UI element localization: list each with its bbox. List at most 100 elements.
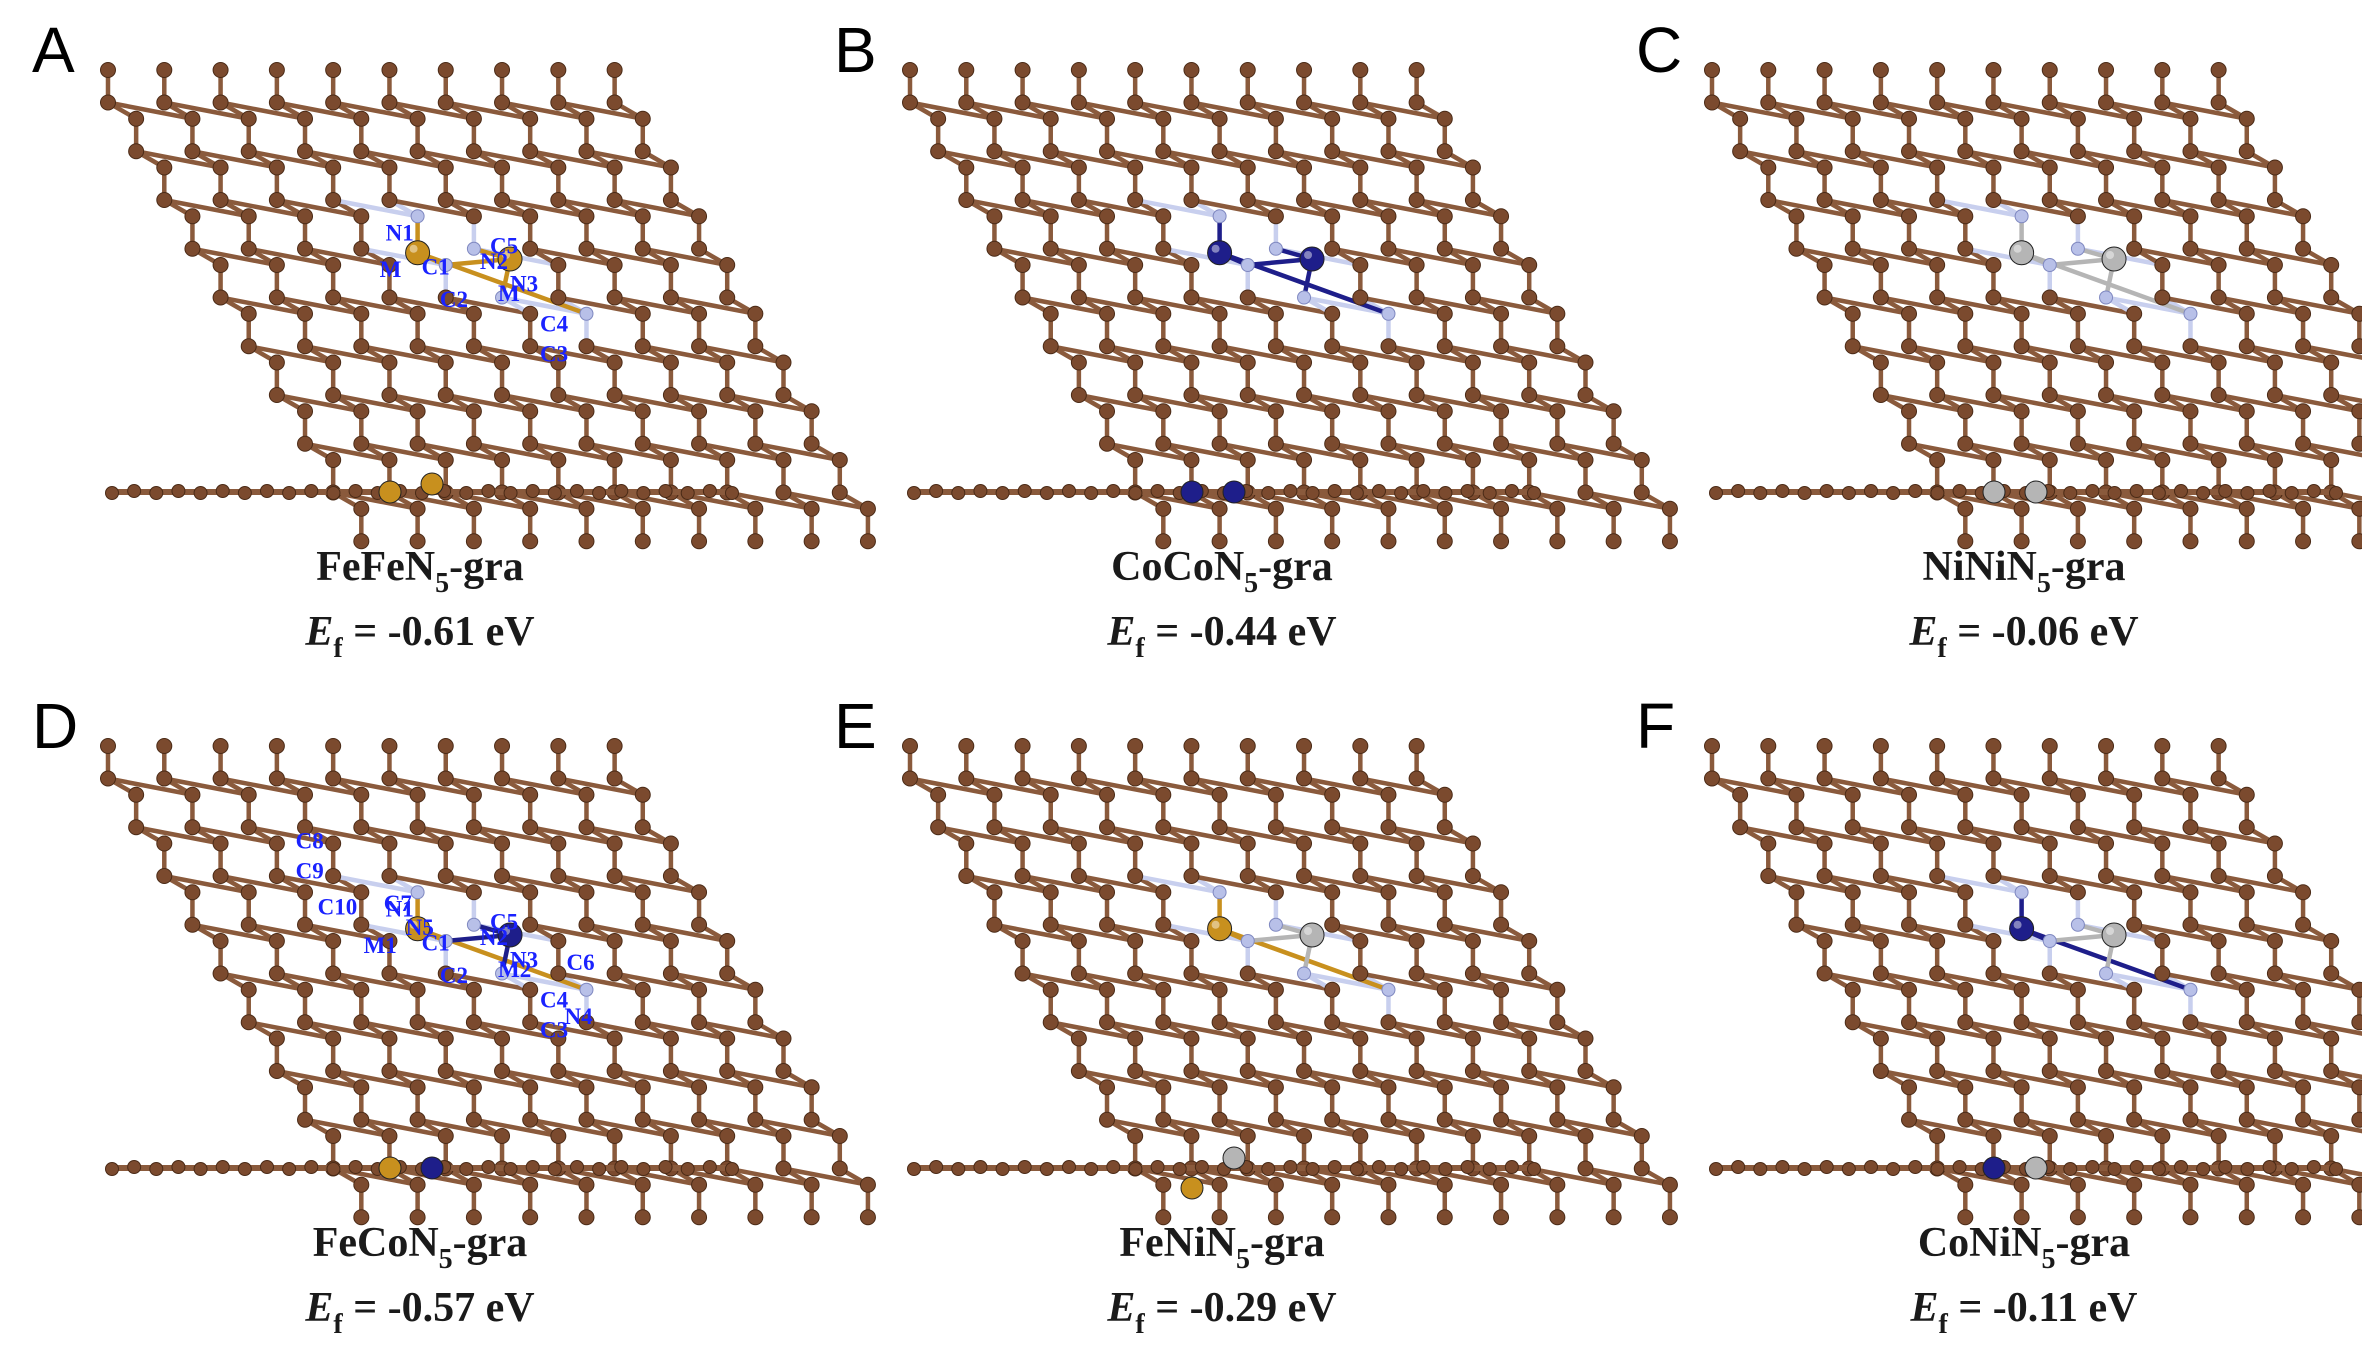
carbon-atom [381, 257, 398, 273]
carbon-atom [184, 110, 201, 127]
bond [1217, 149, 1307, 170]
side-carbon [1017, 484, 1032, 498]
metal-atom-2 [2101, 922, 2127, 948]
carbon-atom [409, 403, 426, 420]
carbon-atom [1324, 981, 1341, 998]
side-carbon [105, 486, 119, 500]
bond [1583, 490, 1673, 511]
side-carbon [2063, 486, 2078, 500]
bond [556, 971, 646, 992]
carbon-atom [1296, 1128, 1313, 1144]
carbon-atom [1957, 1014, 1974, 1031]
carbon-atom [1661, 500, 1678, 517]
carbon-atom [634, 884, 651, 901]
bond [190, 825, 280, 846]
side-carbon [636, 1162, 651, 1176]
carbon-atom [1352, 354, 1369, 371]
bond [2216, 490, 2306, 511]
carbon-atom [1155, 403, 1172, 420]
bond [2103, 197, 2193, 219]
carbon-atom [1183, 1030, 1200, 1047]
bond [1161, 246, 1250, 268]
carbon-atom [353, 819, 370, 836]
bond [1048, 922, 1138, 944]
carbon-atom [1324, 916, 1341, 933]
carbon-atom [240, 819, 257, 836]
bond [471, 149, 561, 170]
atom-label: C2 [440, 287, 468, 312]
carbon-atom [1760, 770, 1777, 787]
carbon-atom [1577, 1128, 1594, 1144]
carbon-atom [1957, 338, 1974, 355]
side-carbon [1527, 1162, 1541, 1176]
carbon-atom [128, 110, 145, 127]
carbon-atom [240, 1014, 257, 1031]
carbon-atom [2069, 500, 2086, 517]
carbon-atom [2182, 1014, 2199, 1031]
carbon-atom [1633, 1128, 1650, 1144]
side-carbon [1504, 1160, 1519, 1174]
bond [302, 246, 392, 268]
bond [2131, 246, 2221, 268]
side-metal-1 [1982, 1156, 2006, 1180]
carbon-atom [1183, 192, 1200, 208]
carbon-atom [1127, 1030, 1144, 1047]
bond [1189, 197, 1279, 219]
bond [2216, 873, 2306, 895]
carbon-atom [2182, 143, 2199, 160]
carbon-atom [1070, 1030, 1087, 1047]
carbon-atom [2238, 110, 2255, 127]
bond [640, 1117, 730, 1139]
carbon-atom [1816, 770, 1833, 787]
carbon-atom [775, 1030, 792, 1047]
carbon-atom [1324, 500, 1341, 517]
carbon-atom [2238, 1014, 2255, 1031]
carbon-atom [803, 533, 820, 550]
carbon-atom [1408, 933, 1425, 949]
carbon-atom [2266, 868, 2283, 884]
bond [2300, 441, 2362, 458]
bond [2244, 922, 2334, 944]
bond [1104, 1117, 1194, 1139]
carbon-atom [437, 1030, 454, 1047]
panel-letter: A [32, 14, 75, 86]
bond [1301, 100, 1391, 121]
bond [330, 197, 420, 219]
side-carbon [459, 486, 474, 500]
carbon-atom [634, 208, 651, 225]
bond [1217, 825, 1307, 846]
carbon-atom [1816, 257, 1833, 273]
bond [387, 392, 477, 414]
carbon-atom [212, 192, 229, 208]
carbon-atom [297, 403, 314, 420]
carbon-atom [634, 533, 651, 550]
carbon-atom [1957, 819, 1974, 836]
carbon-atom [2098, 1030, 2115, 1047]
atom-label: C7 [384, 891, 412, 916]
carbon-atom [1183, 965, 1200, 982]
carbon-atom [2351, 305, 2362, 322]
bond [330, 776, 420, 797]
side-carbon [1305, 486, 1320, 500]
carbon-atom [1155, 110, 1172, 127]
carbon-atom [1493, 435, 1510, 452]
side-carbon [237, 486, 252, 500]
side-carbon [951, 1162, 966, 1176]
bond [133, 825, 223, 846]
carbon-atom [437, 159, 454, 176]
carbon-atom [606, 452, 623, 468]
side-carbon [1908, 484, 1923, 498]
bond [359, 825, 448, 846]
carbon-atom [1408, 868, 1425, 884]
carbon-atom [550, 192, 567, 208]
bond [1709, 100, 1799, 121]
carbon-atom [2238, 1176, 2255, 1193]
bond [2131, 149, 2221, 170]
carbon-atom [1324, 884, 1341, 901]
carbon-atom [1352, 835, 1369, 852]
carbon-atom [1239, 289, 1256, 306]
carbon-atom [747, 1079, 764, 1096]
carbon-atom [409, 1111, 426, 1128]
bond [1301, 1068, 1391, 1090]
carbon-atom [1549, 533, 1566, 550]
